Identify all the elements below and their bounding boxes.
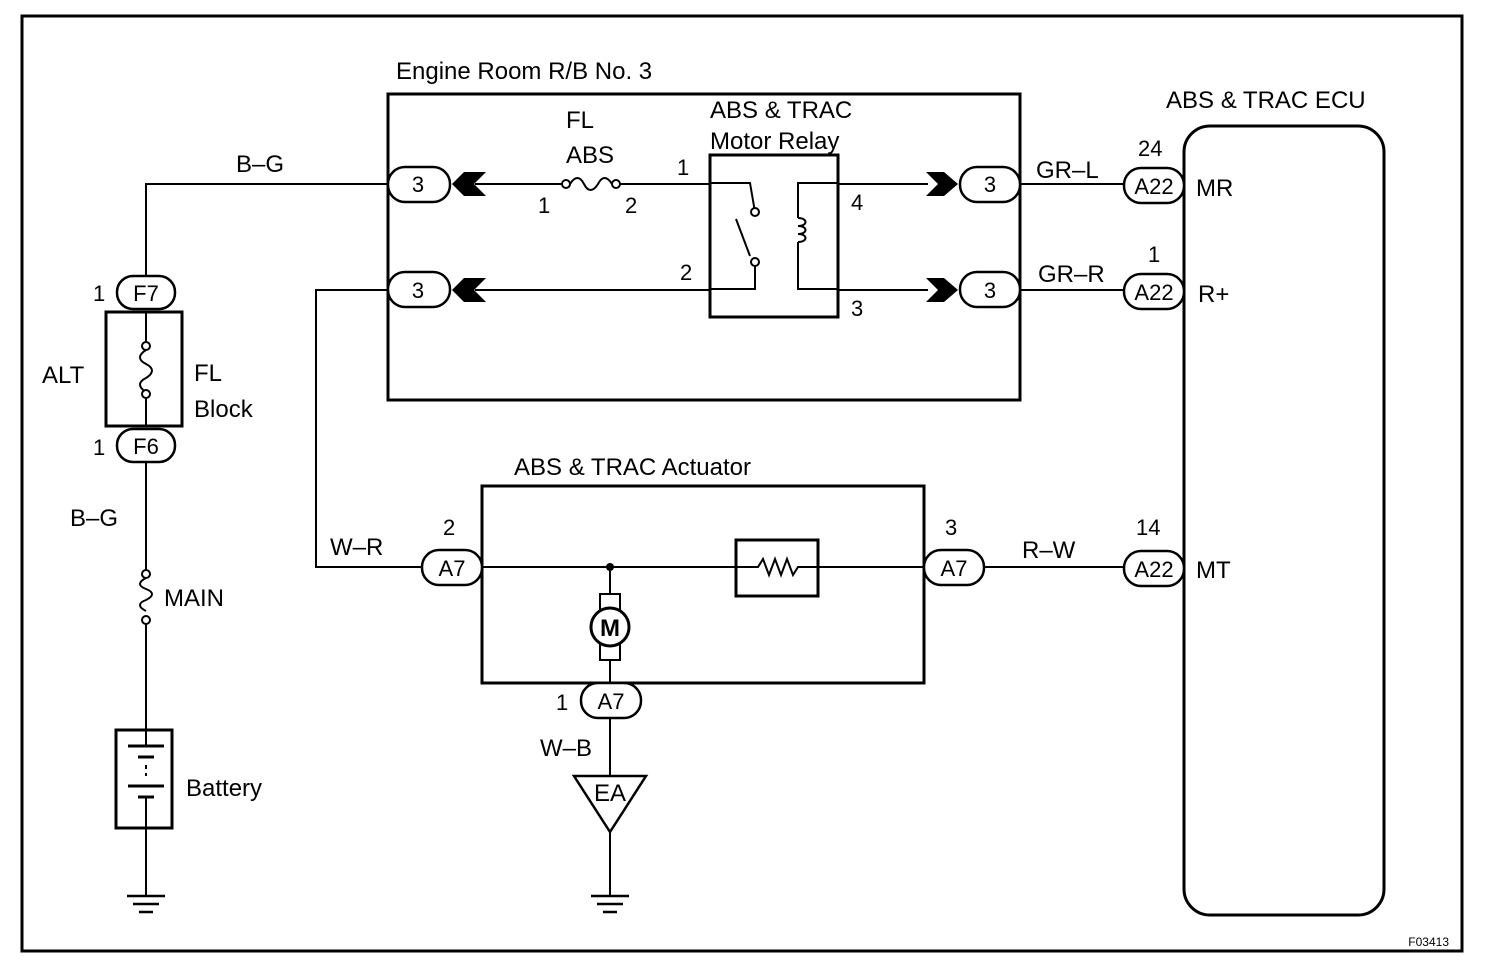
ground-battery-icon bbox=[127, 894, 165, 914]
ecu-box bbox=[1182, 124, 1386, 917]
connector-a22-mr-label: A22 bbox=[1134, 174, 1173, 199]
wire-label-r-w: R–W bbox=[1022, 537, 1076, 564]
connector-f7 bbox=[115, 274, 177, 311]
main-fuse-label: MAIN bbox=[164, 585, 224, 612]
ground-ea-label: EA bbox=[594, 780, 626, 807]
motor-relay-label-line1: ABS & TRAC bbox=[710, 97, 852, 124]
connector-a22-mt bbox=[1122, 549, 1186, 588]
wire-label-gr-r: GR–R bbox=[1038, 261, 1105, 288]
connector-f7-label: F7 bbox=[133, 281, 159, 306]
fl-block-fuse-icon bbox=[139, 341, 153, 399]
pin-f6: 1 bbox=[93, 435, 105, 460]
wire-label-bg-top: B–G bbox=[236, 151, 284, 178]
connector-a22-mr bbox=[1122, 166, 1186, 205]
connector-a7-right-label: A7 bbox=[941, 556, 968, 581]
wire-label-w-b: W–B bbox=[540, 735, 592, 762]
connector-f6-label: F6 bbox=[133, 434, 159, 459]
connector-a7-left-label: A7 bbox=[439, 556, 466, 581]
motor-label: M bbox=[600, 615, 620, 642]
wire-w-r bbox=[315, 289, 422, 568]
fuse-fl-abs-label-line2: ABS bbox=[566, 142, 614, 169]
battery-icon bbox=[128, 730, 164, 828]
battery-label: Battery bbox=[186, 775, 262, 802]
fuse-pin-out: 2 bbox=[625, 193, 637, 218]
alt-label: ALT bbox=[42, 362, 85, 389]
ground-ea-triangle bbox=[571, 774, 649, 835]
connector-a22-mt-label: A22 bbox=[1134, 557, 1173, 582]
wire-label-w-r: W–R bbox=[330, 534, 383, 561]
connector-a22-rplus bbox=[1122, 272, 1186, 311]
pin-f7: 1 bbox=[93, 281, 105, 306]
ground-ea-icon bbox=[591, 894, 629, 914]
relay-pin-1: 1 bbox=[677, 155, 689, 180]
relay-switch-icon bbox=[710, 182, 760, 290]
pin-a7-bottom: 1 bbox=[556, 690, 568, 715]
fuse-pin-in: 1 bbox=[538, 193, 550, 218]
connector-rb-right-top-label: 3 bbox=[984, 172, 996, 197]
figure-code: F03413 bbox=[1408, 935, 1449, 949]
connector-a7-bottom-label: A7 bbox=[598, 689, 625, 714]
actuator-box bbox=[480, 484, 926, 685]
pin-ecu-mt: 14 bbox=[1136, 515, 1160, 540]
wire-label-gr-l: GR–L bbox=[1036, 157, 1099, 184]
wire-label-bg-lower: B–G bbox=[70, 505, 118, 532]
relay-coil-icon bbox=[797, 182, 838, 290]
pin-ecu-mr: 24 bbox=[1138, 136, 1162, 161]
relay-pin-4: 4 bbox=[851, 190, 863, 215]
connector-rb-right-top: 3 bbox=[926, 165, 1022, 204]
motor-relay-box bbox=[708, 153, 840, 319]
outer-frame bbox=[20, 14, 1464, 953]
fl-block-label-line1: FL bbox=[194, 360, 222, 387]
connector-rb-right-bottom: 3 bbox=[926, 270, 1022, 309]
connector-rb-left-top-label: 3 bbox=[412, 172, 424, 197]
pin-a7-right: 3 bbox=[945, 515, 957, 540]
ecu-terminal-rplus: R+ bbox=[1198, 281, 1229, 308]
resistor-icon bbox=[736, 556, 818, 578]
ecu-terminal-mr: MR bbox=[1196, 175, 1233, 202]
motor-icon: M bbox=[589, 593, 631, 661]
connector-rb-right-bottom-label: 3 bbox=[984, 278, 996, 303]
relay-block-label: Engine Room R/B No. 3 bbox=[396, 58, 652, 85]
connector-a22-rplus-label: A22 bbox=[1134, 280, 1173, 305]
connector-rb-left-bottom-label: 3 bbox=[412, 278, 424, 303]
actuator-label: ABS & TRAC Actuator bbox=[514, 454, 751, 481]
relay-pin-2: 2 bbox=[680, 260, 692, 285]
connector-rb-left-top: 3 bbox=[386, 165, 486, 204]
pin-ecu-rplus: 1 bbox=[1148, 242, 1160, 267]
wire-bg-top bbox=[145, 183, 388, 276]
ecu-label: ABS & TRAC ECU bbox=[1166, 87, 1366, 114]
motor-relay-label-line2: Motor Relay bbox=[710, 128, 839, 155]
battery-box bbox=[114, 728, 174, 830]
fuse-fl-abs-label-line1: FL bbox=[566, 107, 594, 134]
fl-block-label-line2: Block bbox=[194, 396, 254, 423]
main-fuse-icon bbox=[139, 569, 153, 625]
ecu-terminal-mt: MT bbox=[1196, 557, 1231, 584]
pin-a7-left: 2 bbox=[443, 515, 455, 540]
relay-pin-3: 3 bbox=[851, 296, 863, 321]
fl-block-box bbox=[104, 310, 184, 428]
connector-rb-left-bottom: 3 bbox=[386, 270, 486, 309]
relay-block-box bbox=[386, 92, 1022, 402]
fuse-fl-abs-icon bbox=[561, 177, 621, 191]
